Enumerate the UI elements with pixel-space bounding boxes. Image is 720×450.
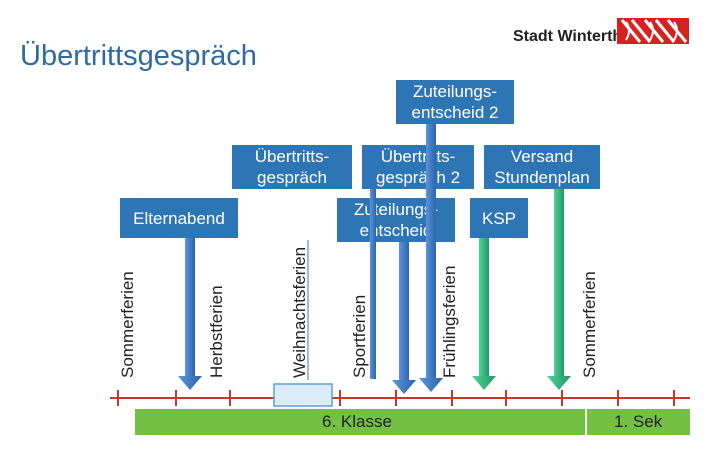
logo-text: Stadt Winterthur — [513, 28, 639, 45]
arrow-ksp — [472, 238, 496, 390]
zuteilungsentscheid-box: Zuteilungs- entscheid — [337, 198, 455, 242]
elternabend-box: Elternabend — [120, 198, 238, 238]
holiday-sportferien: Sportferien — [350, 294, 369, 378]
holiday-sommerferien-1: Sommerferien — [118, 271, 137, 378]
page-title: Übertrittsgespräch — [20, 40, 257, 72]
versand-stundenplan-box: Versand Stundenplan — [484, 145, 600, 189]
arrow-versand — [547, 189, 571, 390]
holiday-sommerferien-2: Sommerferien — [580, 271, 599, 378]
uebertrittsgespraech-2-box: Übertritts- gespräch 2 — [362, 145, 474, 189]
label-1-sek: 1. Sek — [614, 412, 663, 431]
holiday-fruehlingsferien: Frühlingsferien — [440, 265, 459, 378]
zuteilungsentscheid-2-box: Zuteilungs- entscheid 2 — [396, 80, 514, 124]
arrow-elternabend — [178, 238, 202, 390]
holiday-herbstferien: Herbstferien — [207, 285, 226, 378]
arrow-zuteilungsentscheid — [392, 242, 416, 394]
holiday-weihnachtsferien: Weihnachtsferien — [290, 246, 309, 378]
label-6-klasse: 6. Klasse — [322, 412, 392, 431]
ksp-box: KSP — [470, 198, 528, 238]
weihnacht-marker — [273, 383, 333, 407]
uebertrittsgespraech-box: Übertritts- gespräch — [232, 145, 352, 189]
timeline-ticks — [117, 390, 675, 406]
